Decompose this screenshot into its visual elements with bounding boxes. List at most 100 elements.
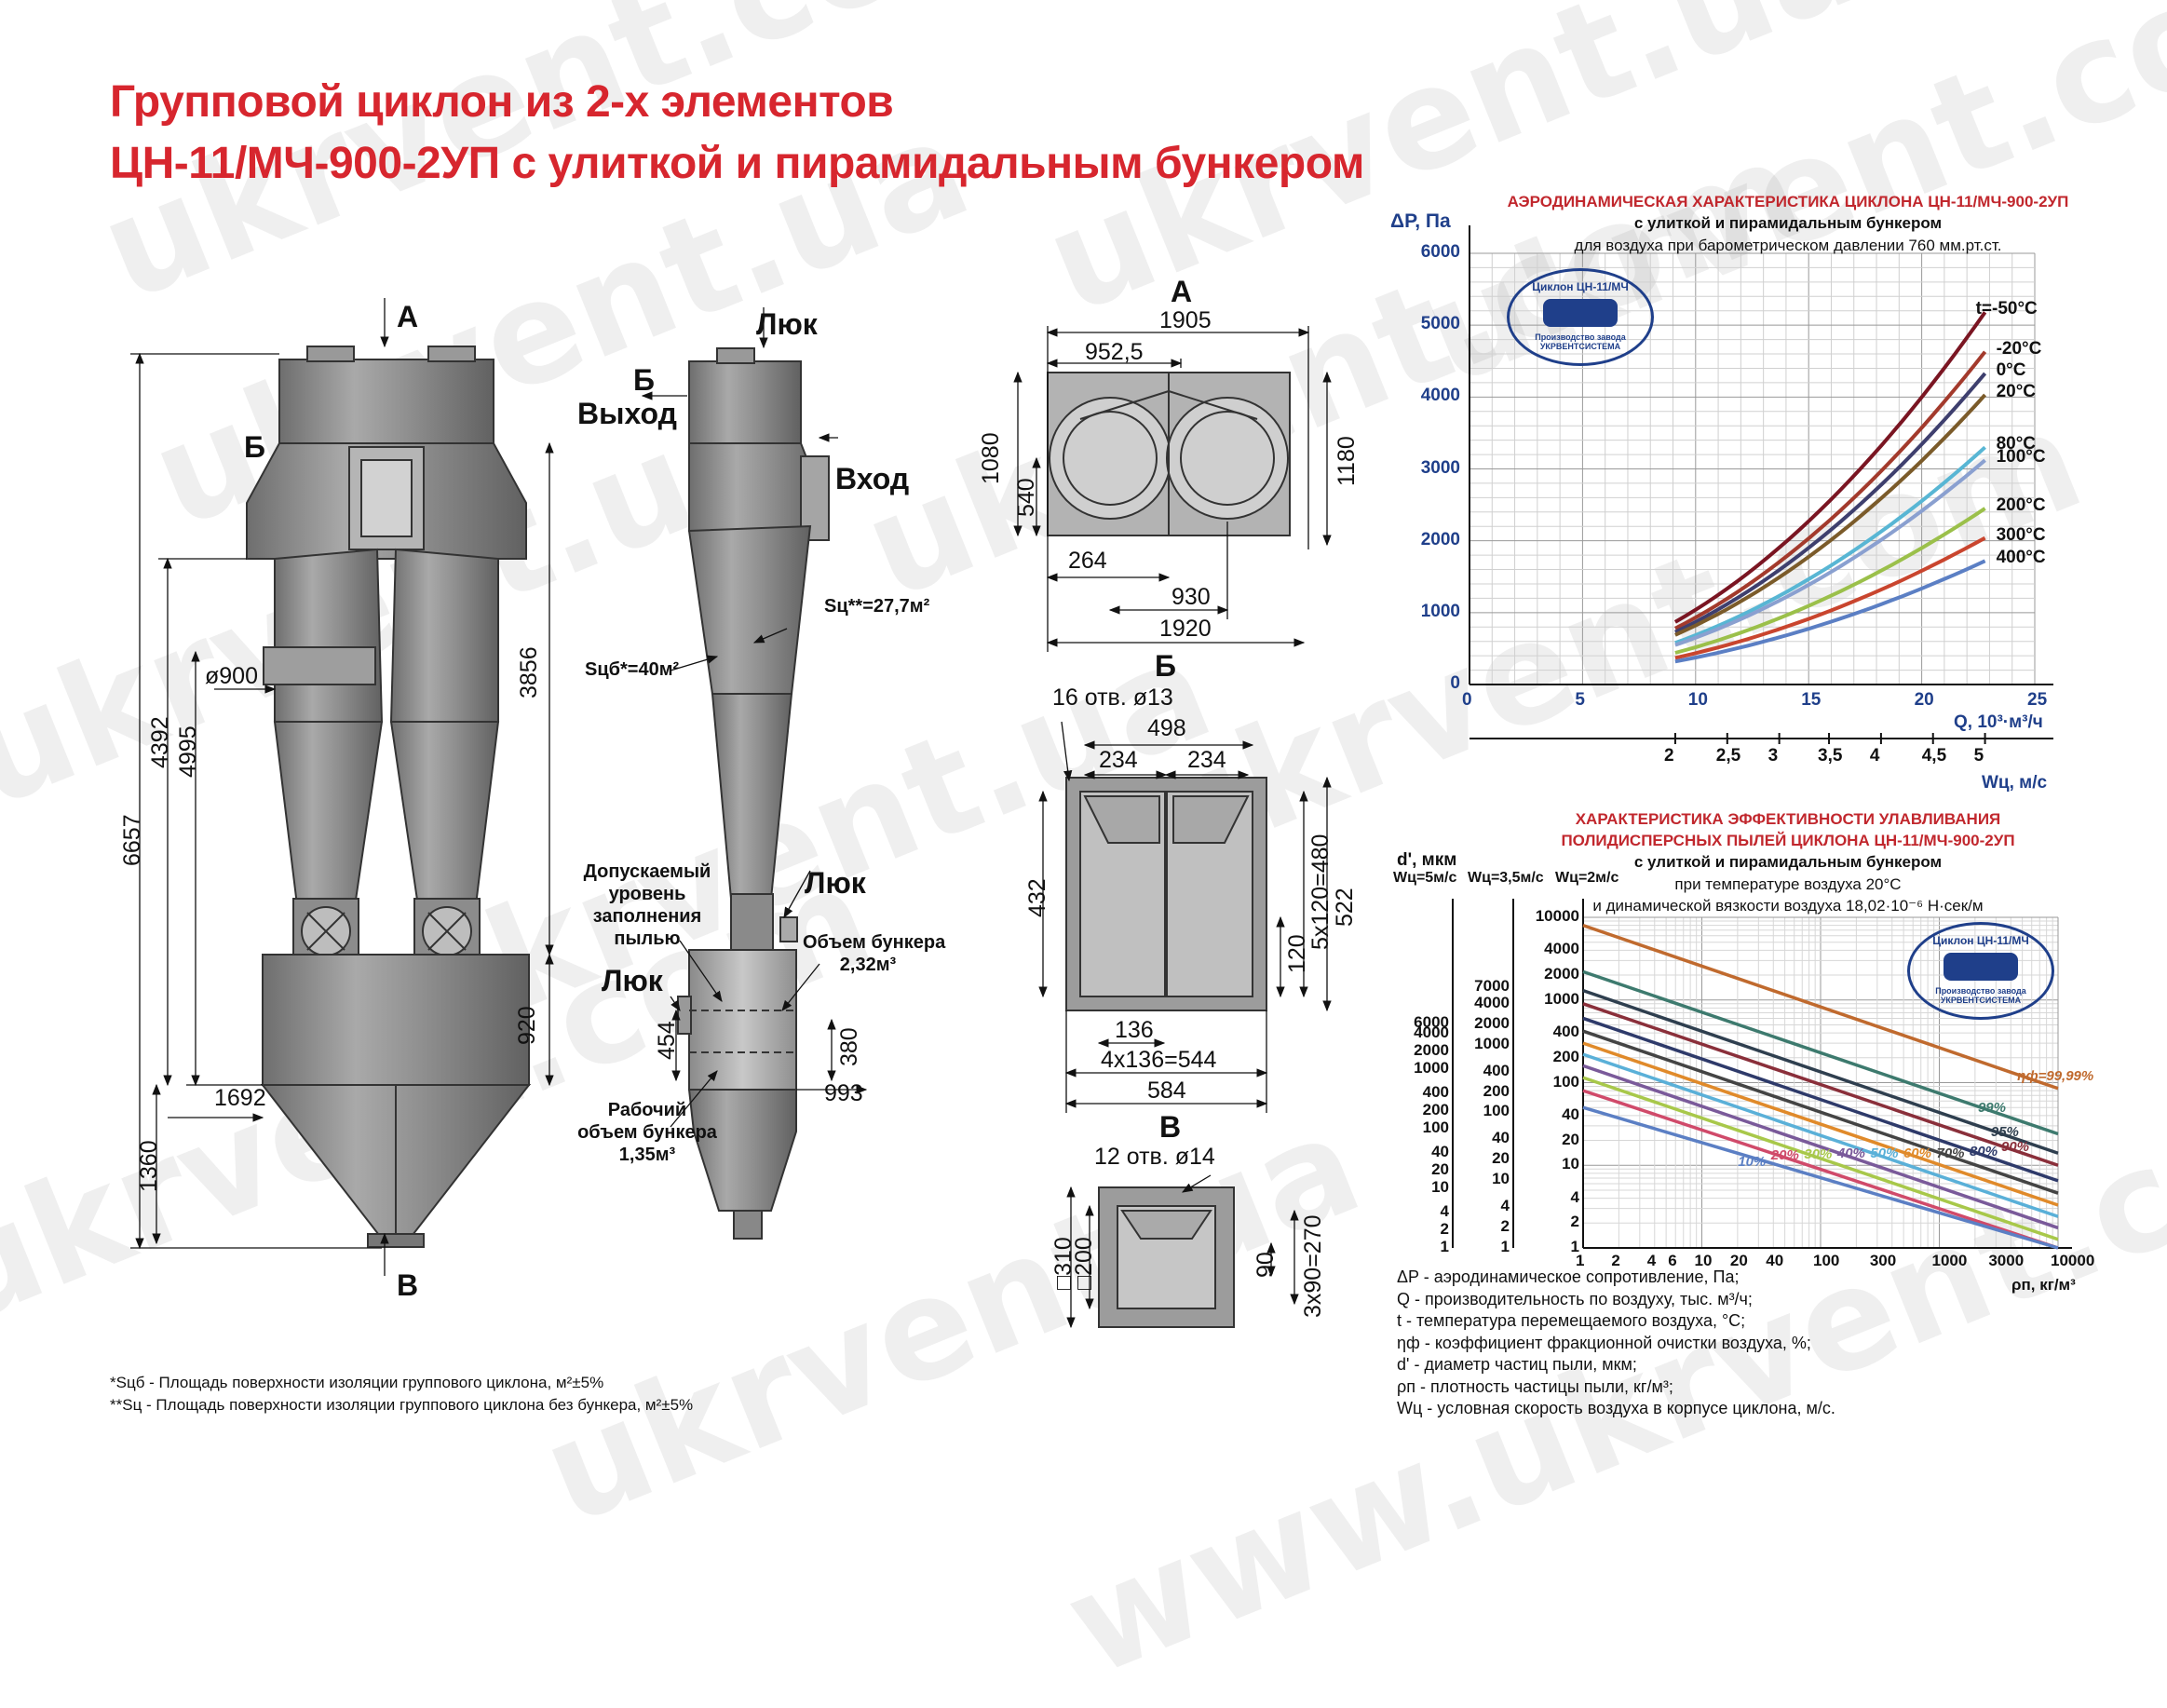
x-tick-label: 10 (1687, 690, 1708, 710)
series-label: 99% (1977, 1100, 2006, 1117)
y-tick-label: 1 (1440, 1238, 1449, 1255)
y-tick-label: 3000 (1420, 457, 1460, 478)
y-tick-label: 20 (1492, 1149, 1510, 1168)
series-label: 20% (1770, 1147, 1799, 1164)
y-tick-label: 40 (1431, 1142, 1449, 1160)
company-badge: Циклон ЦН-11/МЧ Производство завода УКРВ… (1507, 268, 1654, 366)
x-tick-label: 0 (1462, 690, 1472, 710)
dim-522: 522 (1332, 888, 1358, 927)
x-tick-label: 20 (1914, 690, 1934, 710)
y-tick-label: 40 (1562, 1105, 1579, 1123)
hatch-low-label: Люк (602, 964, 663, 997)
y-tick-label: 2 (1500, 1217, 1510, 1236)
dim-952-5: 952,5 (1085, 339, 1144, 365)
dim-454: 454 (654, 1021, 680, 1060)
arrow-b-label: Б (244, 430, 265, 464)
eff-chart-xlabel: ρп, кг/м³ (2011, 1276, 2076, 1294)
series-line (1674, 372, 1987, 634)
y-tick-label: 10 (1431, 1178, 1449, 1197)
drawings-svg (130, 225, 2072, 1329)
view-b-drawing (1065, 777, 1267, 1011)
series-line (1582, 1052, 2059, 1218)
legend-item: d' - диаметр частиц пыли, мкм; (1397, 1355, 1637, 1374)
x-tick-label: 4 (1646, 1252, 1657, 1269)
dim-136: 136 (1115, 1017, 1154, 1043)
series-line (1582, 969, 2059, 1136)
x-tick-label: 2 (1611, 1252, 1620, 1269)
series-label: ηф=99,99% (2017, 1067, 2094, 1084)
eff-axis-head-1: Wц=5м/с (1393, 870, 1457, 886)
series-line (1674, 559, 1986, 664)
series-line (1674, 458, 1986, 647)
y-tick-label: 2000 (1420, 529, 1460, 549)
series-label: 90% (2000, 1139, 2030, 1156)
y-tick-label: 1000 (1420, 601, 1460, 621)
series-line (1582, 1041, 2059, 1207)
x2-tick-label: 3,5 (1818, 746, 1843, 766)
series-label: 80°C (1996, 434, 2037, 454)
page-title-line2: ЦН-11/МЧ-900-2УП с улиткой и пирамидальн… (110, 139, 1364, 188)
y-tick-label: 7000 (1474, 977, 1510, 996)
aero-chart-subtitle-1: с улиткой и пирамидальным бункером (1633, 214, 1943, 232)
y-tick-label: 400 (1552, 1023, 1579, 1041)
y-tick-label: 100 (1552, 1072, 1579, 1091)
series-line (1582, 1064, 2059, 1230)
x-tick-label: 1 (1576, 1252, 1585, 1269)
series-label: t=-50°C (1975, 299, 2038, 319)
y-tick-label: 4 (1570, 1187, 1579, 1206)
footnote-1: *Sцб - Площадь поверхности изоляции груп… (110, 1374, 604, 1391)
hatch-top-label: Люк (756, 307, 818, 341)
y-tick-label: 20 (1562, 1130, 1579, 1148)
cyclone-logo-icon (1543, 299, 1618, 327)
view-a-drawing (1047, 372, 1291, 536)
x-tick-label: 3000 (1988, 1252, 2025, 1269)
arrow-v-label: В (397, 1268, 419, 1302)
x2-tick-label: 4 (1869, 746, 1880, 766)
side-b-label: Б (633, 363, 655, 397)
view-a-label: А (1171, 275, 1193, 308)
eff-axis-head-3: Wц=2м/с (1555, 870, 1619, 886)
y-tick-label: 10 (1562, 1155, 1579, 1173)
y-tick-label: 5000 (1420, 314, 1460, 334)
cyclone-logo-icon (1944, 953, 2018, 981)
series-label: 80% (1970, 1144, 1998, 1160)
y-tick-label: 4 (1440, 1201, 1449, 1220)
dim-1920: 1920 (1159, 616, 1212, 642)
y-tick-label: 1 (1500, 1238, 1510, 1255)
series-label: 20°C (1996, 382, 2037, 402)
legend-item: Q - производительность по воздуху, тыс. … (1397, 1289, 1753, 1308)
y-tick-label: 2000 (1474, 1013, 1510, 1032)
x-tick-label: 15 (1801, 690, 1822, 710)
s-c-label: Sц**=27,7м² (824, 596, 930, 617)
y-tick-label: 2000 (1544, 965, 1579, 983)
dim-90: 90 (1253, 1252, 1279, 1278)
aero-chart-ylabel: ΔР, Па (1390, 210, 1451, 232)
dim-4995: 4995 (175, 725, 201, 778)
series-line (1674, 393, 1987, 637)
series-label: 50% (1870, 1145, 1899, 1162)
series-label: 200°C (1996, 495, 2046, 515)
aero-chart-xlabel: Q, 10³·м³/ч (1954, 712, 2043, 732)
series-label: 10% (1738, 1153, 1767, 1170)
y-tick-label: 40 (1492, 1129, 1510, 1147)
y-tick-label: 2000 (1414, 1041, 1449, 1060)
series-line (1582, 1089, 2059, 1250)
hatch-mid-label: Люк (805, 866, 866, 900)
dim-234-b: 234 (1187, 747, 1226, 773)
y-tick-label: 400 (1422, 1082, 1449, 1101)
x2-tick-label: 2,5 (1715, 746, 1741, 766)
series-label: -20°C (1996, 338, 2042, 359)
x-tick-label: 100 (1813, 1252, 1840, 1269)
x-tick-label: 10000 (2051, 1252, 2095, 1269)
dim-264: 264 (1068, 548, 1107, 574)
symbols-legend: ΔP - аэродинамическое сопротивление, Па;… (1397, 1267, 1835, 1420)
y-tick-label: 4000 (1420, 386, 1460, 406)
series-label: 0°C (1996, 359, 2026, 380)
y-tick-label: 1000 (1474, 1034, 1510, 1052)
y-tick-label: 10 (1492, 1170, 1510, 1188)
entry-label: Вход (835, 462, 910, 495)
y-tick-label: 6000 (1420, 242, 1460, 262)
y-tick-label: 200 (1552, 1047, 1579, 1065)
